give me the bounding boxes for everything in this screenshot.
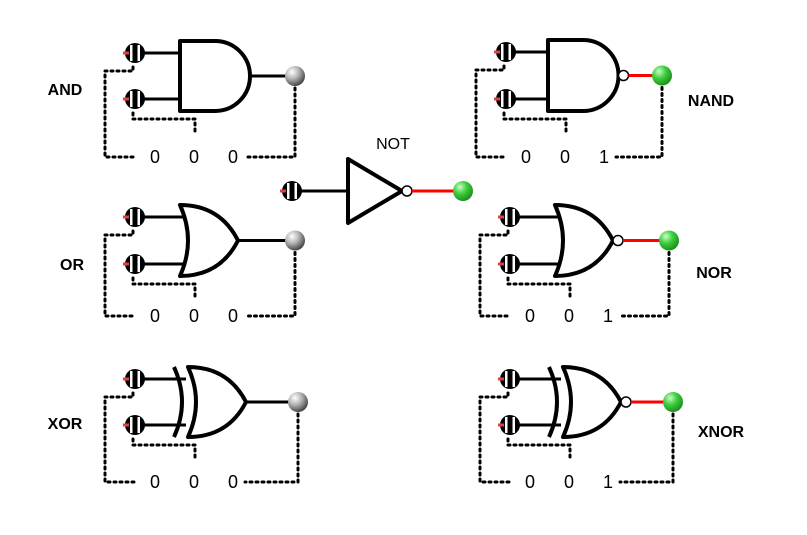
xor-output-value: 0	[228, 472, 238, 492]
nand-output-trace	[614, 86, 664, 159]
xor-gate-group: 0 0 0 XOR	[48, 365, 308, 492]
nor-input1-switch[interactable]	[498, 207, 520, 227]
xnor-output-trace	[618, 412, 675, 484]
nor-output-trace	[618, 251, 671, 318]
nand-label: NAND	[688, 93, 734, 110]
nor-input2-switch[interactable]	[498, 254, 520, 274]
nand-input1-trace	[474, 64, 508, 159]
or-input1-trace	[103, 229, 137, 318]
nor-gate-group: 0 0 1 NOR	[478, 203, 732, 326]
xor-input2-switch[interactable]	[123, 415, 145, 435]
or-gate-group: 0 0 0 OR	[60, 203, 305, 326]
and-output-trace	[243, 86, 297, 159]
and-input2-value: 0	[189, 147, 199, 167]
nor-input1-trace	[478, 229, 512, 318]
and-output-value: 0	[228, 147, 238, 167]
or-output-lamp	[285, 230, 305, 251]
xor-label: XOR	[48, 416, 83, 433]
or-label: OR	[60, 257, 84, 274]
nor-output-value: 1	[603, 306, 613, 326]
or-output-value: 0	[228, 306, 238, 326]
nand-output-lamp	[652, 65, 672, 86]
xor-input1-switch[interactable]	[123, 369, 145, 389]
or-input2-value: 0	[189, 306, 199, 326]
not-label: NOT	[376, 136, 410, 153]
xnor-input1-switch[interactable]	[498, 369, 520, 389]
and-input1-value: 0	[150, 147, 160, 167]
xnor-inverter-bubble	[620, 396, 632, 408]
and-input1-trace	[103, 65, 137, 159]
xnor-output-value: 1	[603, 472, 613, 492]
not-input-switch[interactable]	[280, 181, 302, 201]
or-input1-switch[interactable]	[123, 207, 145, 227]
nor-input1-value: 0	[525, 306, 535, 326]
xnor-input1-value: 0	[525, 472, 535, 492]
and-input2-trace	[131, 111, 197, 133]
xor-output-lamp	[288, 392, 308, 412]
nand-input2-trace	[502, 111, 568, 133]
xor-output-trace	[243, 412, 300, 484]
nor-label: NOR	[696, 265, 732, 282]
and-output-lamp	[285, 66, 305, 86]
nand-output-value: 1	[599, 147, 609, 167]
nor-output-lamp	[659, 230, 679, 251]
xnor-label: XNOR	[698, 424, 745, 441]
xnor-input2-switch[interactable]	[498, 415, 520, 435]
nand-input1-switch[interactable]	[494, 42, 516, 62]
xor-input2-value: 0	[189, 472, 199, 492]
or-input2-switch[interactable]	[123, 254, 145, 274]
or-output-trace	[243, 251, 297, 318]
and-input2-switch[interactable]	[123, 89, 145, 109]
and-label: AND	[48, 82, 83, 99]
xnor-output-lamp	[663, 392, 683, 412]
xnor-input1-trace	[478, 391, 512, 484]
nand-gate-group: 0 0 1 NAND	[474, 38, 734, 167]
not-inverter-bubble	[401, 185, 413, 197]
not-output-lamp	[453, 181, 473, 201]
and-input1-switch[interactable]	[123, 43, 145, 63]
nand-input2-switch[interactable]	[494, 89, 516, 109]
xnor-input2-value: 0	[564, 472, 574, 492]
nand-input1-value: 0	[521, 147, 531, 167]
nor-inverter-bubble	[612, 234, 624, 247]
nor-input2-trace	[506, 276, 572, 298]
xor-input1-value: 0	[150, 472, 160, 492]
nor-input2-value: 0	[564, 306, 574, 326]
or-input1-value: 0	[150, 306, 160, 326]
and-gate-group: 0 0 0 AND	[48, 39, 305, 167]
or-input2-trace	[131, 276, 197, 298]
nand-inverter-bubble	[617, 69, 630, 82]
xnor-gate-group: 0 0 1 XNOR	[478, 365, 745, 492]
nand-input2-value: 0	[560, 147, 570, 167]
xnor-input2-trace	[506, 437, 572, 459]
not-gate-group: NOT	[280, 136, 473, 225]
not-gate	[346, 157, 404, 225]
xor-input1-trace	[103, 391, 137, 484]
xor-input2-trace	[131, 437, 197, 459]
